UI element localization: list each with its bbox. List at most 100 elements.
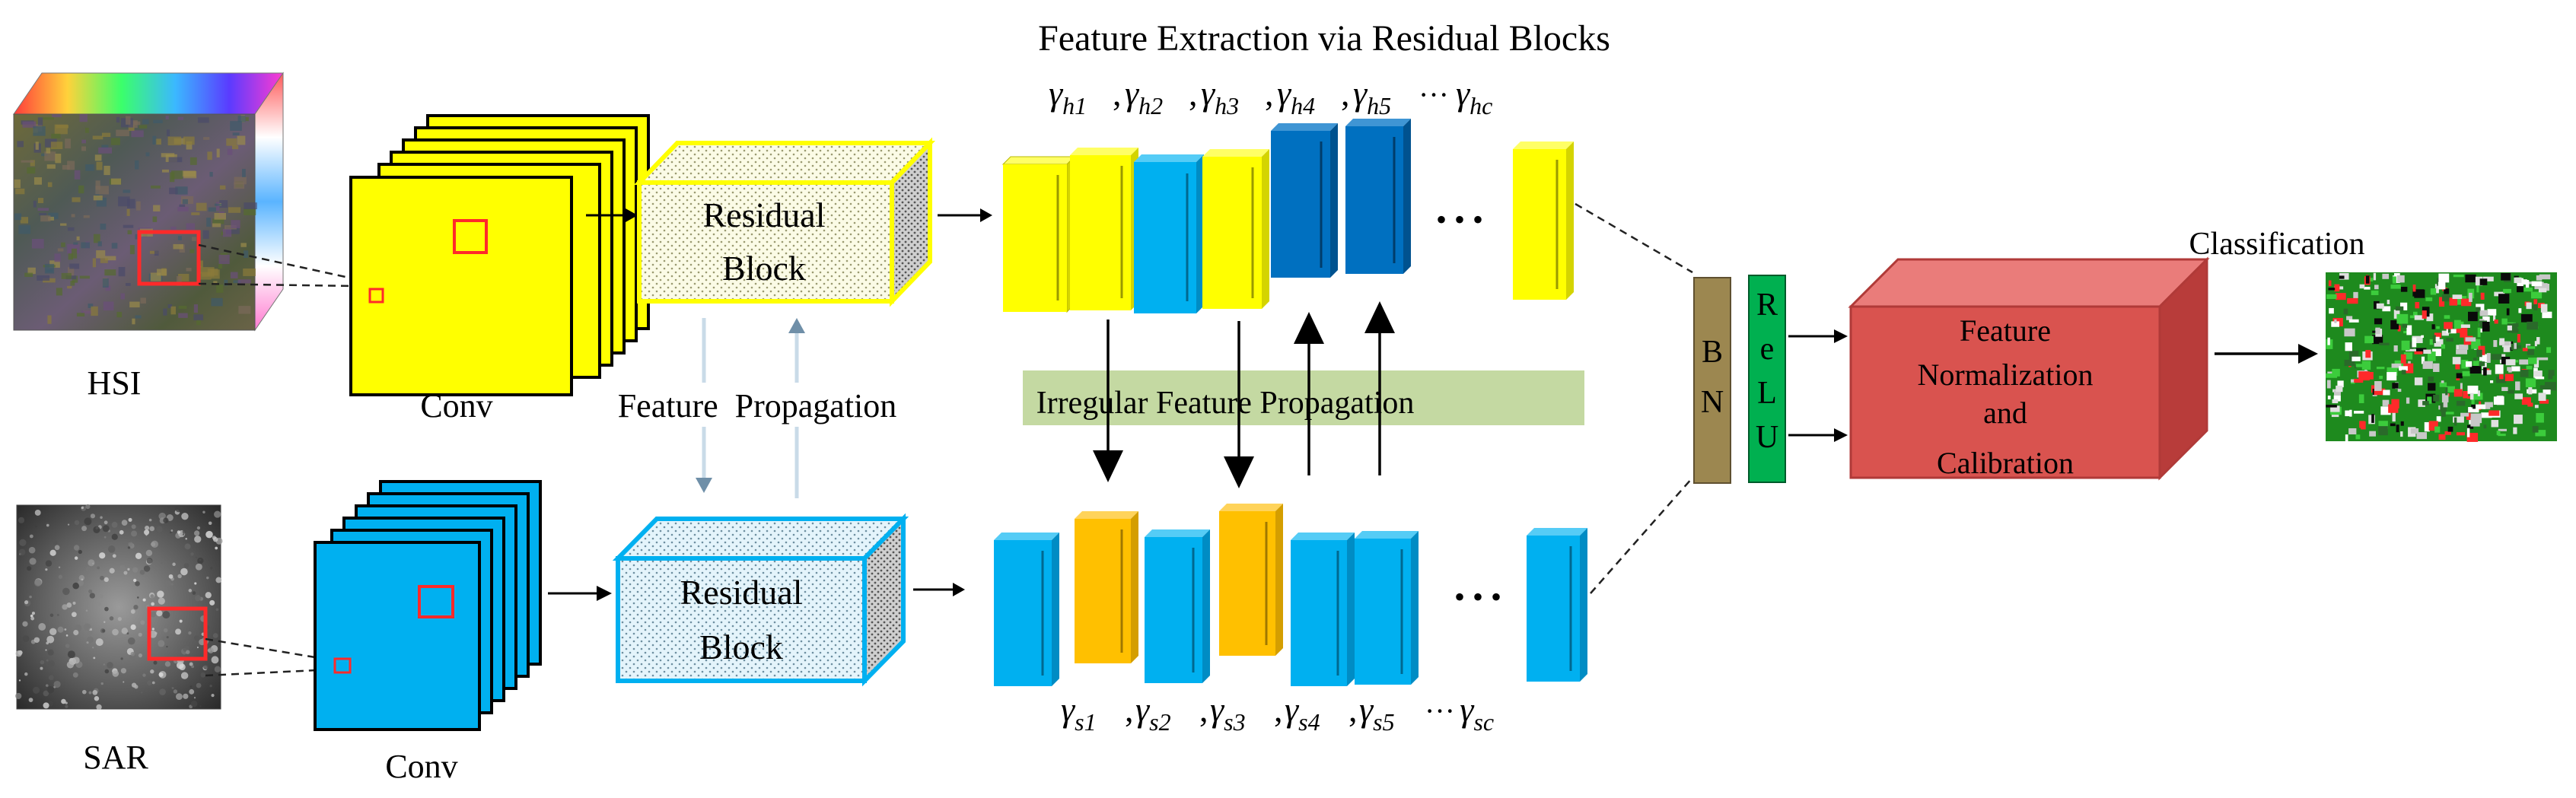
sar-texture-speck xyxy=(181,512,189,520)
classification-texture-speck xyxy=(2496,376,2507,383)
classification-texture-speck xyxy=(2499,374,2504,380)
feature-map-s4 xyxy=(1219,504,1283,656)
top-gamma-separator: , xyxy=(1265,74,1274,113)
feature-propagation-label-bg xyxy=(597,383,917,427)
sar-texture-speck xyxy=(212,536,218,542)
sar-texture-speck xyxy=(56,613,59,616)
classification-texture-speck xyxy=(2441,294,2450,302)
fnc-line3: and xyxy=(1983,396,2027,430)
hsi-texture-speck xyxy=(153,119,163,123)
sar-texture-speck xyxy=(180,672,189,679)
classification-texture-speck xyxy=(2479,354,2491,362)
classification-texture-speck xyxy=(2491,420,2499,428)
hsi-texture-speck xyxy=(201,267,215,277)
hsi-conv-connector xyxy=(198,243,357,281)
classification-texture-speck xyxy=(2374,381,2382,391)
classification-texture-speck xyxy=(2471,399,2475,408)
hsi-texture-speck xyxy=(47,315,52,324)
hsi-texture-speck xyxy=(95,180,100,190)
hsi-texture-speck xyxy=(175,186,188,195)
hsi-texture-speck xyxy=(14,179,21,189)
classification-texture-speck xyxy=(2455,327,2465,333)
sar-texture-speck xyxy=(146,558,153,564)
sar-texture-speck xyxy=(139,569,145,575)
sar-texture-speck xyxy=(74,520,80,526)
sar-texture-speck xyxy=(130,609,135,614)
classification-texture-speck xyxy=(2412,285,2416,292)
hsi-texture-speck xyxy=(242,168,246,177)
sar-texture-speck xyxy=(168,628,174,634)
bn-letter: N xyxy=(1701,385,1724,420)
classification-texture-speck xyxy=(2511,366,2520,372)
hsi-texture-speck xyxy=(104,269,116,276)
classification-texture-speck xyxy=(2501,386,2508,392)
classification-texture-speck xyxy=(2459,344,2469,350)
top-gamma-separator: , xyxy=(1113,74,1122,113)
hsi-texture-speck xyxy=(214,212,227,220)
classification-texture-speck xyxy=(2374,285,2379,290)
classification-texture-speck xyxy=(2504,374,2514,381)
sar-texture-speck xyxy=(188,631,192,635)
sar-texture-speck xyxy=(127,546,131,549)
sar-texture-speck xyxy=(28,546,36,554)
sar-texture-speck xyxy=(131,524,136,529)
sar-texture-speck xyxy=(208,521,212,526)
hsi-texture-speck xyxy=(192,237,196,241)
hsi-texture-speck xyxy=(96,197,107,207)
classification-texture-speck xyxy=(2449,297,2458,306)
classification-texture-speck xyxy=(2354,410,2364,414)
classification-texture-speck xyxy=(2531,281,2543,287)
hsi-texture-speck xyxy=(213,281,218,284)
hsi-texture-speck xyxy=(72,197,81,202)
classification-texture-speck xyxy=(2538,288,2547,293)
sar-texture-speck xyxy=(128,517,132,522)
sar-texture-speck xyxy=(186,650,190,654)
sar-texture-speck xyxy=(73,545,80,551)
hsi-texture-speck xyxy=(79,114,88,122)
classification-texture-speck xyxy=(2326,373,2338,378)
sar-texture-speck xyxy=(66,661,75,669)
classification-texture-speck xyxy=(2428,377,2434,382)
classification-texture-speck xyxy=(2440,402,2447,412)
classification-texture-speck xyxy=(2517,283,2523,293)
sar-input-image xyxy=(15,504,223,711)
sar-texture-speck xyxy=(173,689,178,694)
sar-texture-speck xyxy=(89,593,95,599)
sar-texture-speck xyxy=(123,571,128,575)
classification-texture-speck xyxy=(2520,370,2529,377)
sar-texture-speck xyxy=(188,589,193,593)
classification-texture-speck xyxy=(2327,396,2331,399)
sar-patch-highlight xyxy=(147,606,208,661)
classification-texture-speck xyxy=(2344,359,2355,367)
classification-texture-speck xyxy=(2471,393,2483,400)
sar-texture-speck xyxy=(15,692,22,700)
feature-map-s6 xyxy=(1355,531,1419,685)
sar-texture-speck xyxy=(30,616,35,621)
sar-texture-speck xyxy=(157,590,164,598)
sar-texture-speck xyxy=(196,526,201,530)
classification-texture-speck xyxy=(2507,325,2512,331)
sar-texture-speck xyxy=(175,505,183,513)
sar-texture-speck xyxy=(185,537,187,540)
classification-texture-speck xyxy=(2486,353,2491,363)
sar-texture-speck xyxy=(49,613,54,618)
classification-texture-speck xyxy=(2466,361,2473,367)
classification-texture-speck xyxy=(2463,390,2469,399)
hsi-texture-speck xyxy=(232,145,239,150)
bottom-gamma-s1: γs1 xyxy=(1061,690,1097,736)
conv-pixel-highlight xyxy=(368,288,384,304)
sar-texture-speck xyxy=(127,637,135,645)
feature-propagation-label: Feature Propagation xyxy=(618,387,897,424)
sar-texture-speck xyxy=(135,552,142,560)
classification-texture-speck xyxy=(2353,291,2358,298)
classification-texture-speck xyxy=(2517,334,2520,343)
hsi-texture-speck xyxy=(30,160,35,167)
hsi-texture-speck xyxy=(46,148,51,154)
classification-texture-speck xyxy=(2457,432,2466,436)
hsi-texture-speck xyxy=(149,250,158,254)
classification-texture-speck xyxy=(2461,296,2467,300)
residual-block-sar-line2: Block xyxy=(699,628,783,666)
sar-texture-speck xyxy=(123,681,125,683)
classification-texture-speck xyxy=(2481,412,2492,418)
